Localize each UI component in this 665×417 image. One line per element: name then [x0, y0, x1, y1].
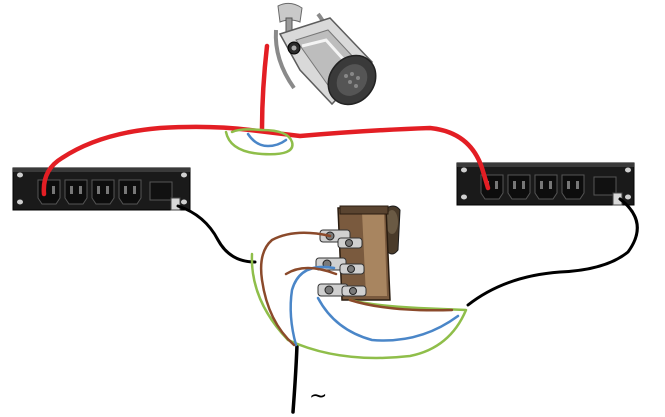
spotlight-icon	[273, 2, 377, 106]
red-live-wire	[259, 43, 270, 133]
wires	[41, 43, 639, 414]
toggle-switch-icon	[315, 205, 401, 301]
switch-terminal	[317, 283, 349, 297]
black-cable	[466, 197, 639, 307]
black-cable	[176, 204, 257, 264]
green-earth-wire	[250, 252, 468, 360]
blue-neutral-wire	[246, 132, 288, 148]
iec-socket	[118, 179, 142, 205]
left-rack-unit	[12, 167, 191, 211]
iec-socket	[507, 174, 531, 200]
cable-gland	[170, 197, 181, 211]
blue-neutral-wire	[316, 296, 460, 342]
mount-hole	[17, 172, 23, 178]
switch-terminal	[341, 285, 367, 297]
iec-socket	[534, 174, 558, 200]
iec-socket	[64, 179, 88, 205]
mount-hole	[625, 194, 631, 200]
mount-hole	[625, 167, 631, 173]
iec-socket	[91, 179, 115, 205]
power-inlet	[593, 176, 617, 196]
green-earth-wire	[224, 128, 294, 156]
mount-hole	[181, 172, 187, 178]
power-inlet	[149, 181, 173, 201]
switch-terminal	[337, 237, 363, 249]
black-cable	[291, 343, 299, 414]
brown-wire	[348, 298, 454, 312]
mount-hole	[181, 199, 187, 205]
iec-socket	[561, 174, 585, 200]
mount-hole	[461, 167, 467, 173]
ac-mains-symbol: ~	[309, 384, 328, 409]
brown-wire	[259, 231, 332, 347]
red-live-wire	[41, 124, 491, 197]
iec-socket	[37, 179, 61, 205]
blue-neutral-wire	[289, 265, 336, 347]
mount-hole	[17, 199, 23, 205]
brown-wire	[284, 266, 338, 276]
switch-terminal	[339, 263, 365, 275]
mount-hole	[461, 194, 467, 200]
